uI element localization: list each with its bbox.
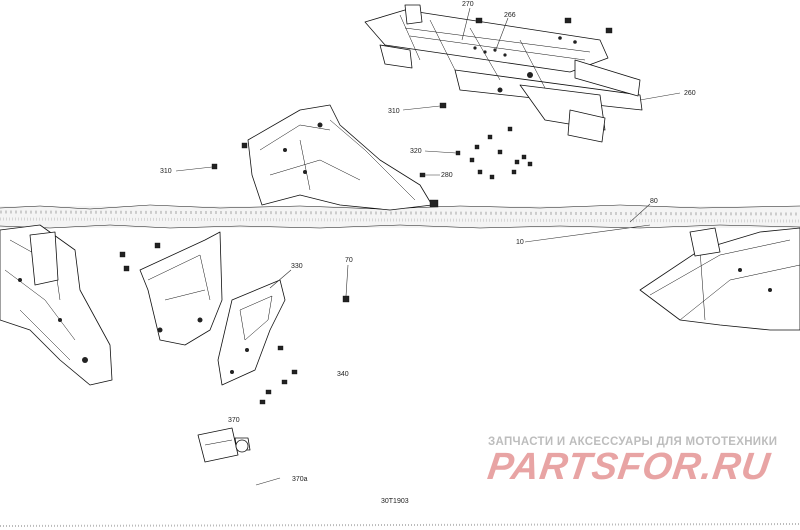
center-bracket[interactable] xyxy=(119,231,223,346)
callout-280: 280 xyxy=(441,172,453,179)
watermark-brand-logo: PARTSFOR.RU xyxy=(485,446,773,488)
frame-right-section[interactable] xyxy=(639,227,800,331)
callout-340: 340 xyxy=(337,371,349,378)
trailer-hitch[interactable] xyxy=(197,427,251,463)
main-frame-upper[interactable] xyxy=(241,104,439,211)
callout-labels: 270 266 260 310 310 320 280 80 10 330 70… xyxy=(160,1,696,483)
callout-266: 266 xyxy=(504,12,516,19)
rear-subframe-assembly[interactable] xyxy=(364,4,643,143)
frame-left-section[interactable] xyxy=(0,224,113,386)
callout-310-top: 310 xyxy=(388,108,400,115)
watermark-tagline: ЗАПЧАСТИ И АКСЕССУАРЫ ДЛЯ МОТОТЕХНИКИ xyxy=(488,436,778,448)
callout-310-left: 310 xyxy=(160,168,172,175)
callout-320: 320 xyxy=(410,148,422,155)
callout-260: 260 xyxy=(684,90,696,97)
callout-80: 80 xyxy=(650,198,658,205)
callout-10: 10 xyxy=(516,239,524,246)
callout-370a: 370a xyxy=(292,476,308,483)
callout-370: 370 xyxy=(228,417,240,424)
leader-lines xyxy=(175,7,681,486)
skid-plate[interactable] xyxy=(217,279,350,405)
callout-270: 270 xyxy=(462,1,474,8)
nut-cluster[interactable] xyxy=(211,102,533,180)
callout-70: 70 xyxy=(345,257,353,264)
break-band xyxy=(0,204,800,229)
callout-330: 330 xyxy=(291,263,303,270)
drawing-code: 30T1903 xyxy=(381,498,409,505)
